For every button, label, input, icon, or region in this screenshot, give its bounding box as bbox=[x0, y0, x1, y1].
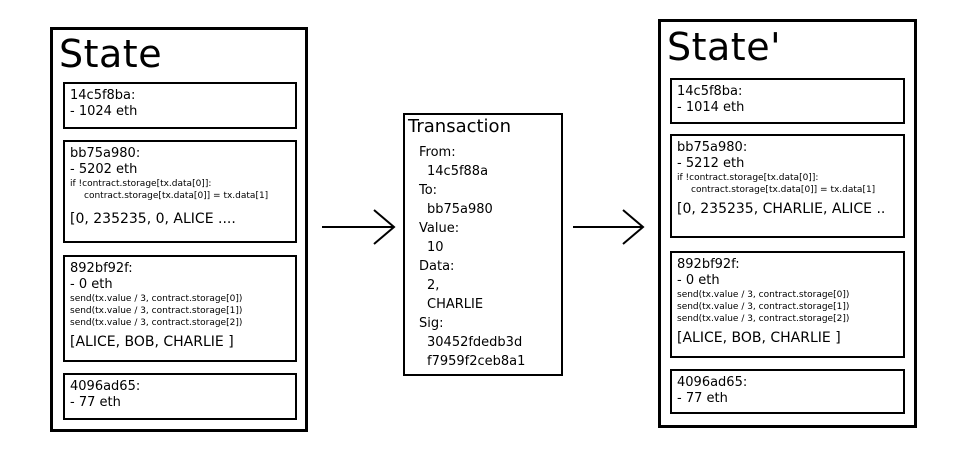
account-balance: - 5212 eth bbox=[677, 156, 745, 171]
tx-to-value: bb75a980 bbox=[427, 202, 493, 217]
contract-code-line: send(tx.value / 3, contract.storage[2]) bbox=[70, 318, 243, 328]
contract-storage: [ALICE, BOB, CHARLIE ] bbox=[677, 330, 841, 346]
tx-data-label: Data: bbox=[419, 259, 455, 274]
left-state-title: State bbox=[59, 32, 163, 76]
right-account-14c5f8ba: 14c5f8ba: - 1014 eth bbox=[670, 78, 905, 124]
account-balance: - 77 eth bbox=[70, 395, 121, 410]
tx-to-label: To: bbox=[419, 183, 438, 198]
contract-storage: [0, 235235, 0, ALICE .... bbox=[70, 211, 236, 227]
tx-value-label: Value: bbox=[419, 221, 460, 236]
account-address: 14c5f8ba: bbox=[70, 88, 136, 103]
arrow-right-icon bbox=[322, 209, 396, 245]
account-balance: - 0 eth bbox=[677, 273, 720, 288]
right-state-title: State' bbox=[667, 25, 782, 69]
account-balance: - 1024 eth bbox=[70, 104, 138, 119]
right-account-4096ad65: 4096ad65: - 77 eth bbox=[670, 369, 905, 414]
account-address: bb75a980: bbox=[70, 146, 141, 161]
contract-code-line: send(tx.value / 3, contract.storage[2]) bbox=[677, 314, 850, 324]
account-address: 4096ad65: bbox=[70, 379, 141, 394]
contract-code-line: send(tx.value / 3, contract.storage[1]) bbox=[677, 302, 850, 312]
left-account-4096ad65: 4096ad65: - 77 eth bbox=[63, 373, 297, 420]
left-state-panel: State 14c5f8ba: - 1024 eth bb75a980: - 5… bbox=[50, 27, 308, 432]
account-address: 4096ad65: bbox=[677, 375, 748, 390]
tx-data-value: 2, bbox=[427, 278, 440, 293]
account-balance: - 0 eth bbox=[70, 277, 113, 292]
account-balance: - 1014 eth bbox=[677, 100, 745, 115]
left-account-bb75a980: bb75a980: - 5202 eth if !contract.storag… bbox=[63, 140, 297, 243]
tx-data-value: CHARLIE bbox=[427, 297, 484, 312]
transaction-fields: From: 14c5f88a To: bb75a980 Value: 10 Da… bbox=[419, 143, 525, 371]
left-account-14c5f8ba: 14c5f8ba: - 1024 eth bbox=[63, 82, 297, 129]
transaction-title: Transaction bbox=[408, 116, 511, 137]
contract-code-line: send(tx.value / 3, contract.storage[0]) bbox=[70, 294, 243, 304]
account-balance: - 5202 eth bbox=[70, 162, 138, 177]
contract-code-line: contract.storage[tx.data[0]] = tx.data[1… bbox=[691, 185, 876, 195]
contract-code-line: send(tx.value / 3, contract.storage[1]) bbox=[70, 306, 243, 316]
contract-storage: [0, 235235, CHARLIE, ALICE .. bbox=[677, 201, 886, 217]
account-balance: - 77 eth bbox=[677, 391, 728, 406]
account-address: bb75a980: bbox=[677, 140, 748, 155]
contract-code-line: contract.storage[tx.data[0]] = tx.data[1… bbox=[84, 191, 269, 201]
account-address: 892bf92f: bbox=[677, 257, 740, 272]
tx-from-value: 14c5f88a bbox=[427, 164, 489, 179]
right-account-bb75a980: bb75a980: - 5212 eth if !contract.storag… bbox=[670, 134, 905, 238]
tx-sig-label: Sig: bbox=[419, 316, 444, 331]
contract-code-line: if !contract.storage[tx.data[0]]: bbox=[677, 173, 819, 183]
tx-sig-value: f7959f2ceb8a1 bbox=[427, 354, 526, 369]
left-account-892bf92f: 892bf92f: - 0 eth send(tx.value / 3, con… bbox=[63, 255, 297, 362]
tx-value-value: 10 bbox=[427, 240, 444, 255]
account-address: 892bf92f: bbox=[70, 261, 133, 276]
tx-from-label: From: bbox=[419, 145, 456, 160]
right-state-panel: State' 14c5f8ba: - 1014 eth bb75a980: - … bbox=[658, 19, 917, 428]
transaction-box: Transaction From: 14c5f88a To: bb75a980 … bbox=[403, 113, 563, 376]
contract-code-line: send(tx.value / 3, contract.storage[0]) bbox=[677, 290, 850, 300]
contract-code-line: if !contract.storage[tx.data[0]]: bbox=[70, 179, 212, 189]
arrow-right-icon bbox=[573, 209, 645, 245]
account-address: 14c5f8ba: bbox=[677, 84, 743, 99]
contract-storage: [ALICE, BOB, CHARLIE ] bbox=[70, 334, 234, 350]
tx-sig-value: 30452fdedb3d bbox=[427, 335, 523, 350]
right-account-892bf92f: 892bf92f: - 0 eth send(tx.value / 3, con… bbox=[670, 251, 905, 358]
